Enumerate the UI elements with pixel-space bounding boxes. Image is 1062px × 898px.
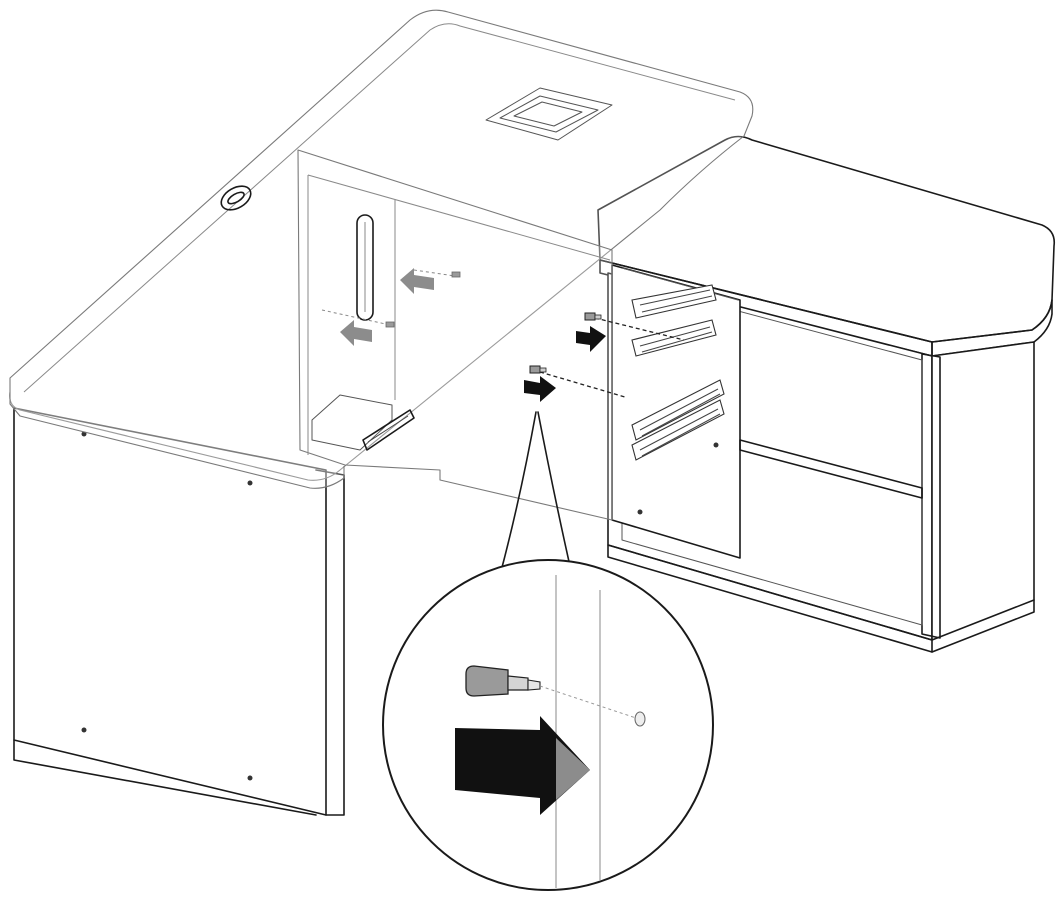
- power-module: [485, 87, 613, 141]
- cable-grommet-icon: [220, 185, 252, 211]
- screw-hole: [713, 442, 719, 448]
- screw-hole: [81, 727, 87, 733]
- cam-pin-icon: [451, 271, 461, 278]
- cable-slot: [356, 214, 374, 321]
- pedestal-side-edge: [315, 469, 345, 816]
- right-cabinet-side: [931, 341, 1035, 641]
- cam-pin-icon: [385, 321, 395, 328]
- right-cabinet-top-side-edge: [931, 299, 1053, 357]
- arrow-right-icon: [455, 716, 590, 815]
- drawer-rail-upper: [631, 284, 717, 357]
- pin-hole: [634, 711, 646, 727]
- connector-strip: [362, 409, 415, 451]
- right-cabinet: [597, 135, 1056, 653]
- desktop: [9, 9, 754, 489]
- cam-pin-icon: [584, 312, 602, 321]
- arrow-left-icon: [321, 309, 395, 346]
- arrow-right-icon: [524, 365, 626, 402]
- desktop-top-surface: [9, 9, 754, 481]
- desk-pedestal: [13, 407, 345, 816]
- bracket: [311, 394, 393, 451]
- drawer-rail-lower: [631, 379, 725, 461]
- cam-pin-icon: [465, 665, 541, 697]
- cam-pin-icon: [529, 365, 547, 374]
- screw-hole: [247, 480, 253, 486]
- arrow-right-icon: [576, 312, 685, 352]
- screw-hole: [637, 509, 643, 515]
- shelf: [739, 439, 923, 499]
- magnifier-callout-icon: [382, 411, 714, 891]
- arrow-left-icon: [400, 268, 461, 294]
- screw-hole: [247, 775, 253, 781]
